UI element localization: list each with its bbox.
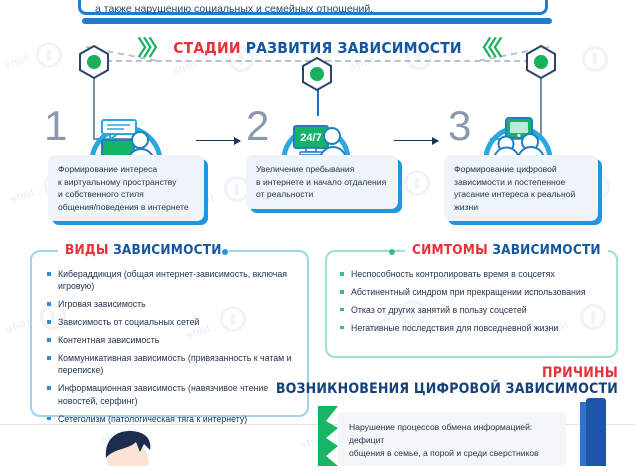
list-item: Коммуникативная зависимость (привязаннос… <box>46 352 301 377</box>
types-title-blue: ЗАВИСИМОСТИ <box>113 242 222 258</box>
chevrons-left-icon: 〈〈〈 <box>470 36 503 60</box>
symptoms-title-red: СИМТОМЫ <box>412 242 488 258</box>
symptoms-title-blue: ЗАВИСИМОСТИ <box>492 242 601 258</box>
stage-1-line-3: и собственного стиля <box>58 189 144 200</box>
causes-line-1: Нарушение процессов обмена информацией: … <box>349 422 533 445</box>
symptoms-list: Неспособность контролировать время в соц… <box>339 268 611 340</box>
types-title-red: ВИДЫ <box>65 242 109 258</box>
symptoms-panel-title: СИМТОМЫ ЗАВИСИМОСТИ <box>405 242 608 258</box>
stage-2-card: Увеличение пребывания в интернете и нача… <box>246 155 398 209</box>
intro-text: а также нарушению социальных и семейных … <box>95 3 374 15</box>
types-list: Кибераддикция (общая интернет-зависимост… <box>46 268 301 431</box>
causes-title-blue: ВОЗНИКНОВЕНИЯ ЦИФРОВОЙ ЗАВИСИМОСТИ <box>275 381 618 397</box>
stage-3-line-1: Формирование цифровой <box>454 164 557 174</box>
list-item: Информационная зависимость (навязчивое ч… <box>46 382 301 407</box>
causes-title: ПРИЧИНЫ ВОЗНИКНОВЕНИЯ ЦИФРОВОЙ ЗАВИСИМОС… <box>276 366 618 398</box>
stage-3-line-3: угасание интереса к реальной <box>454 189 576 200</box>
causes-bracket-icon <box>318 406 338 466</box>
hexagon-node-right <box>525 44 557 80</box>
causes-accent-light <box>580 402 588 466</box>
symptoms-title-dot-icon <box>389 249 395 255</box>
list-item: Игровая зависимость <box>46 298 301 310</box>
list-item: Неспособность контролировать время в соц… <box>339 268 611 280</box>
stages-title-red: СТАДИИ <box>173 39 241 57</box>
stage-1-line-4: общения/поведения в интернете <box>58 201 189 212</box>
list-item: Абстинентный синдром при прекращении исп… <box>339 286 611 298</box>
stage-3-number: 3 <box>448 102 472 149</box>
stage-1-line-1: Формирование интереса <box>58 164 158 174</box>
list-item: Отказ от других занятий в пользу соцсете… <box>339 304 611 316</box>
stage-1-line-2: к виртуальному пространству <box>58 176 177 187</box>
list-item: Контентная зависимость <box>46 334 301 346</box>
stage-2-icon: 24/7 <box>272 104 368 166</box>
top-box-shadow <box>82 18 552 24</box>
person-illustration <box>88 430 174 471</box>
divider-line <box>0 424 635 425</box>
stage-3-line-2: зависимости и постепенное <box>454 176 566 187</box>
chevrons-right-icon: 〉〉〉 <box>137 36 169 60</box>
list-item: Зависимость от социальных сетей <box>46 316 301 328</box>
stages-title: СТАДИИ РАЗВИТИЯ ЗАВИСИМОСТИ <box>173 39 462 57</box>
stage-3-line-4: жизни <box>454 201 479 212</box>
stage-2-line-1: Увеличение пребывания <box>256 164 355 174</box>
types-panel-title: ВИДЫ ЗАВИСИМОСТИ <box>58 242 229 258</box>
causes-line-2: общения в семье, а порой и среди сверстн… <box>349 448 539 458</box>
stage-3-card: Формирование цифровой зависимости и пост… <box>444 155 598 222</box>
stage-arrow-2-3 <box>394 137 439 145</box>
stage-frame-left <box>93 62 95 140</box>
stage-2-line-2: в интернете и начало отдаления <box>256 176 387 187</box>
stage-2-line-3: от реальности <box>256 189 314 200</box>
stage-2-screen-label: 24/7 <box>300 132 321 144</box>
list-item: Негативные последствия для повседневной … <box>339 322 611 334</box>
list-item: Сетеголизм (патологическая тяга к интерн… <box>46 413 301 425</box>
intro-text-box: а также нарушению социальных и семейных … <box>78 0 548 15</box>
hexagon-node-center <box>301 56 333 92</box>
stage-1-number: 1 <box>44 102 68 149</box>
causes-text-box: Нарушение процессов обмена информацией: … <box>338 412 566 466</box>
stage-1-card: Формирование интереса к виртуальному про… <box>48 155 204 222</box>
hexagon-node-left <box>78 44 110 80</box>
causes-title-red: ПРИЧИНЫ <box>541 365 618 381</box>
stage-arrow-1-2 <box>196 137 241 145</box>
list-item: Кибераддикция (общая интернет-зависимост… <box>46 268 301 293</box>
stage-frame-middle <box>317 72 319 116</box>
types-title-dot-icon <box>222 249 228 255</box>
stage-frame-right <box>540 62 542 140</box>
stage-2-number: 2 <box>246 102 270 149</box>
causes-accent-blue <box>586 398 606 466</box>
stages-title-blue: РАЗВИТИЯ ЗАВИСИМОСТИ <box>245 39 462 57</box>
